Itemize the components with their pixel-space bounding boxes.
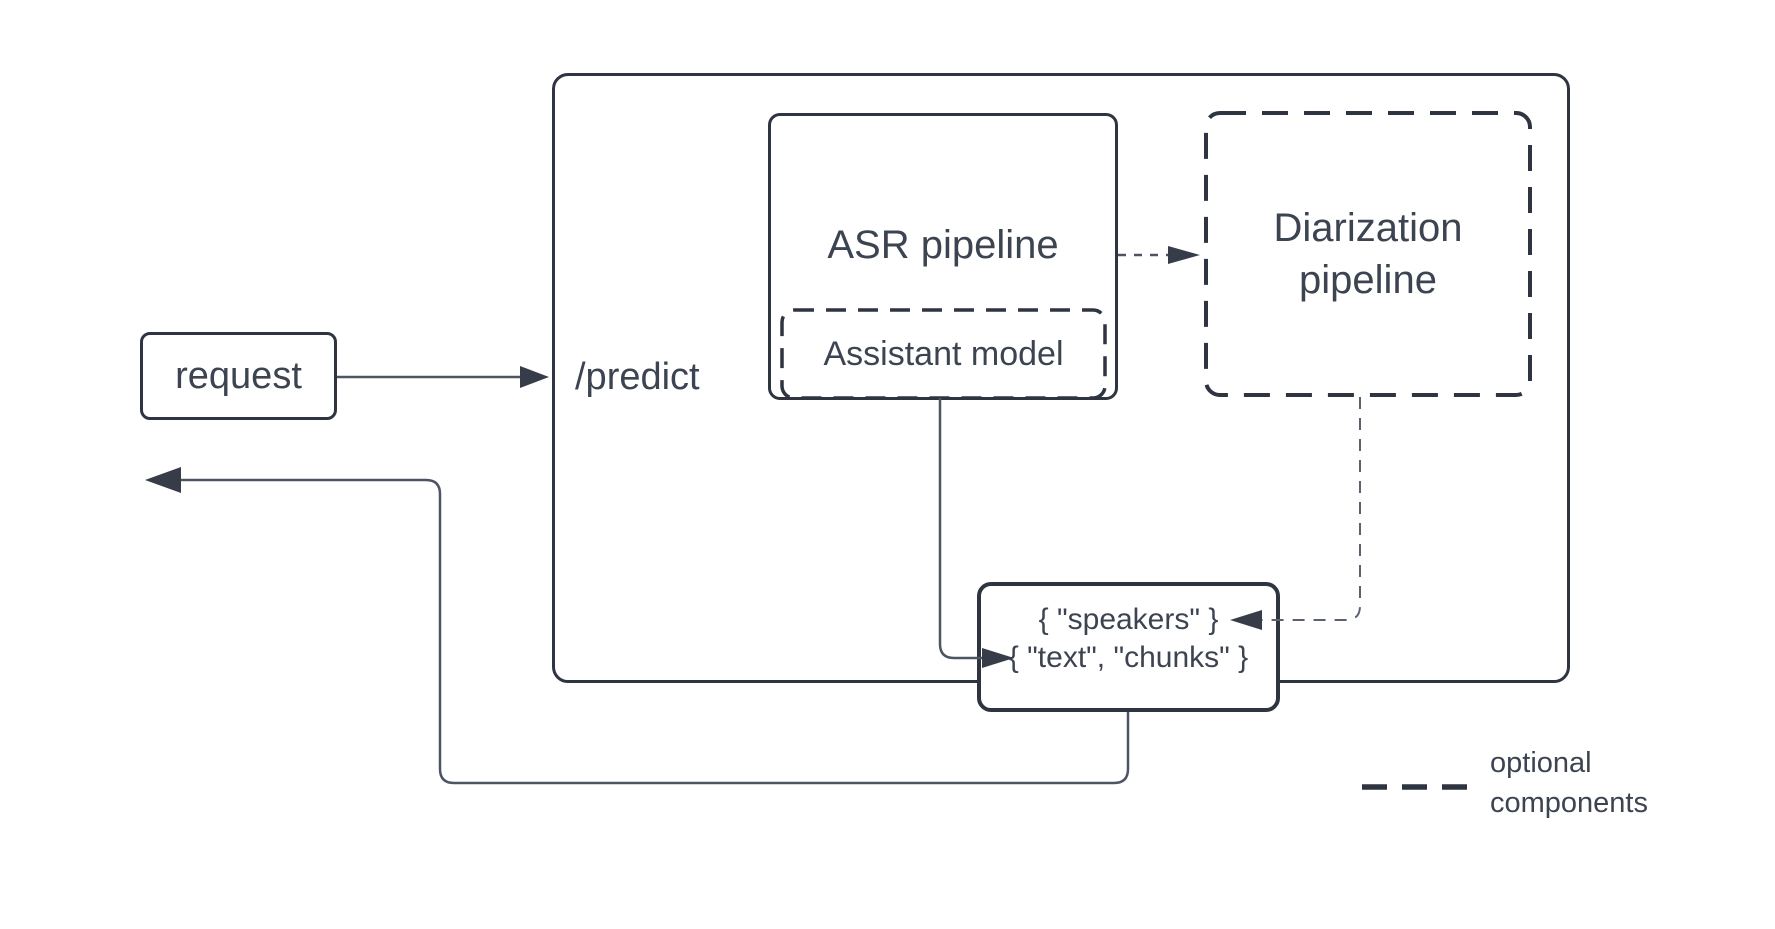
legend-line-1: optional [1490, 747, 1592, 779]
response-return-arrowhead-icon [145, 467, 181, 493]
request-node: request [140, 332, 337, 420]
legend-line-2: components [1490, 787, 1648, 819]
predict-label: /predict [575, 356, 700, 398]
asr-pipeline-label: ASR pipeline [827, 223, 1059, 267]
request-to-predict-arrowhead-icon [520, 366, 549, 388]
diarization-pipeline-label: Diarization pipeline [1206, 113, 1530, 395]
legend-label: optional components [1490, 743, 1648, 823]
output-speakers-label: { "speakers" } [1038, 603, 1219, 636]
diarization-line-1: Diarization [1273, 206, 1463, 250]
output-node: { "speakers" } { "text", "chunks" } [977, 582, 1280, 712]
request-label: request [175, 354, 302, 397]
diarization-line-2: pipeline [1299, 258, 1437, 302]
output-text-chunks-label: { "text", "chunks" } [1008, 641, 1249, 674]
assistant-model-label: Assistant model [823, 334, 1064, 373]
